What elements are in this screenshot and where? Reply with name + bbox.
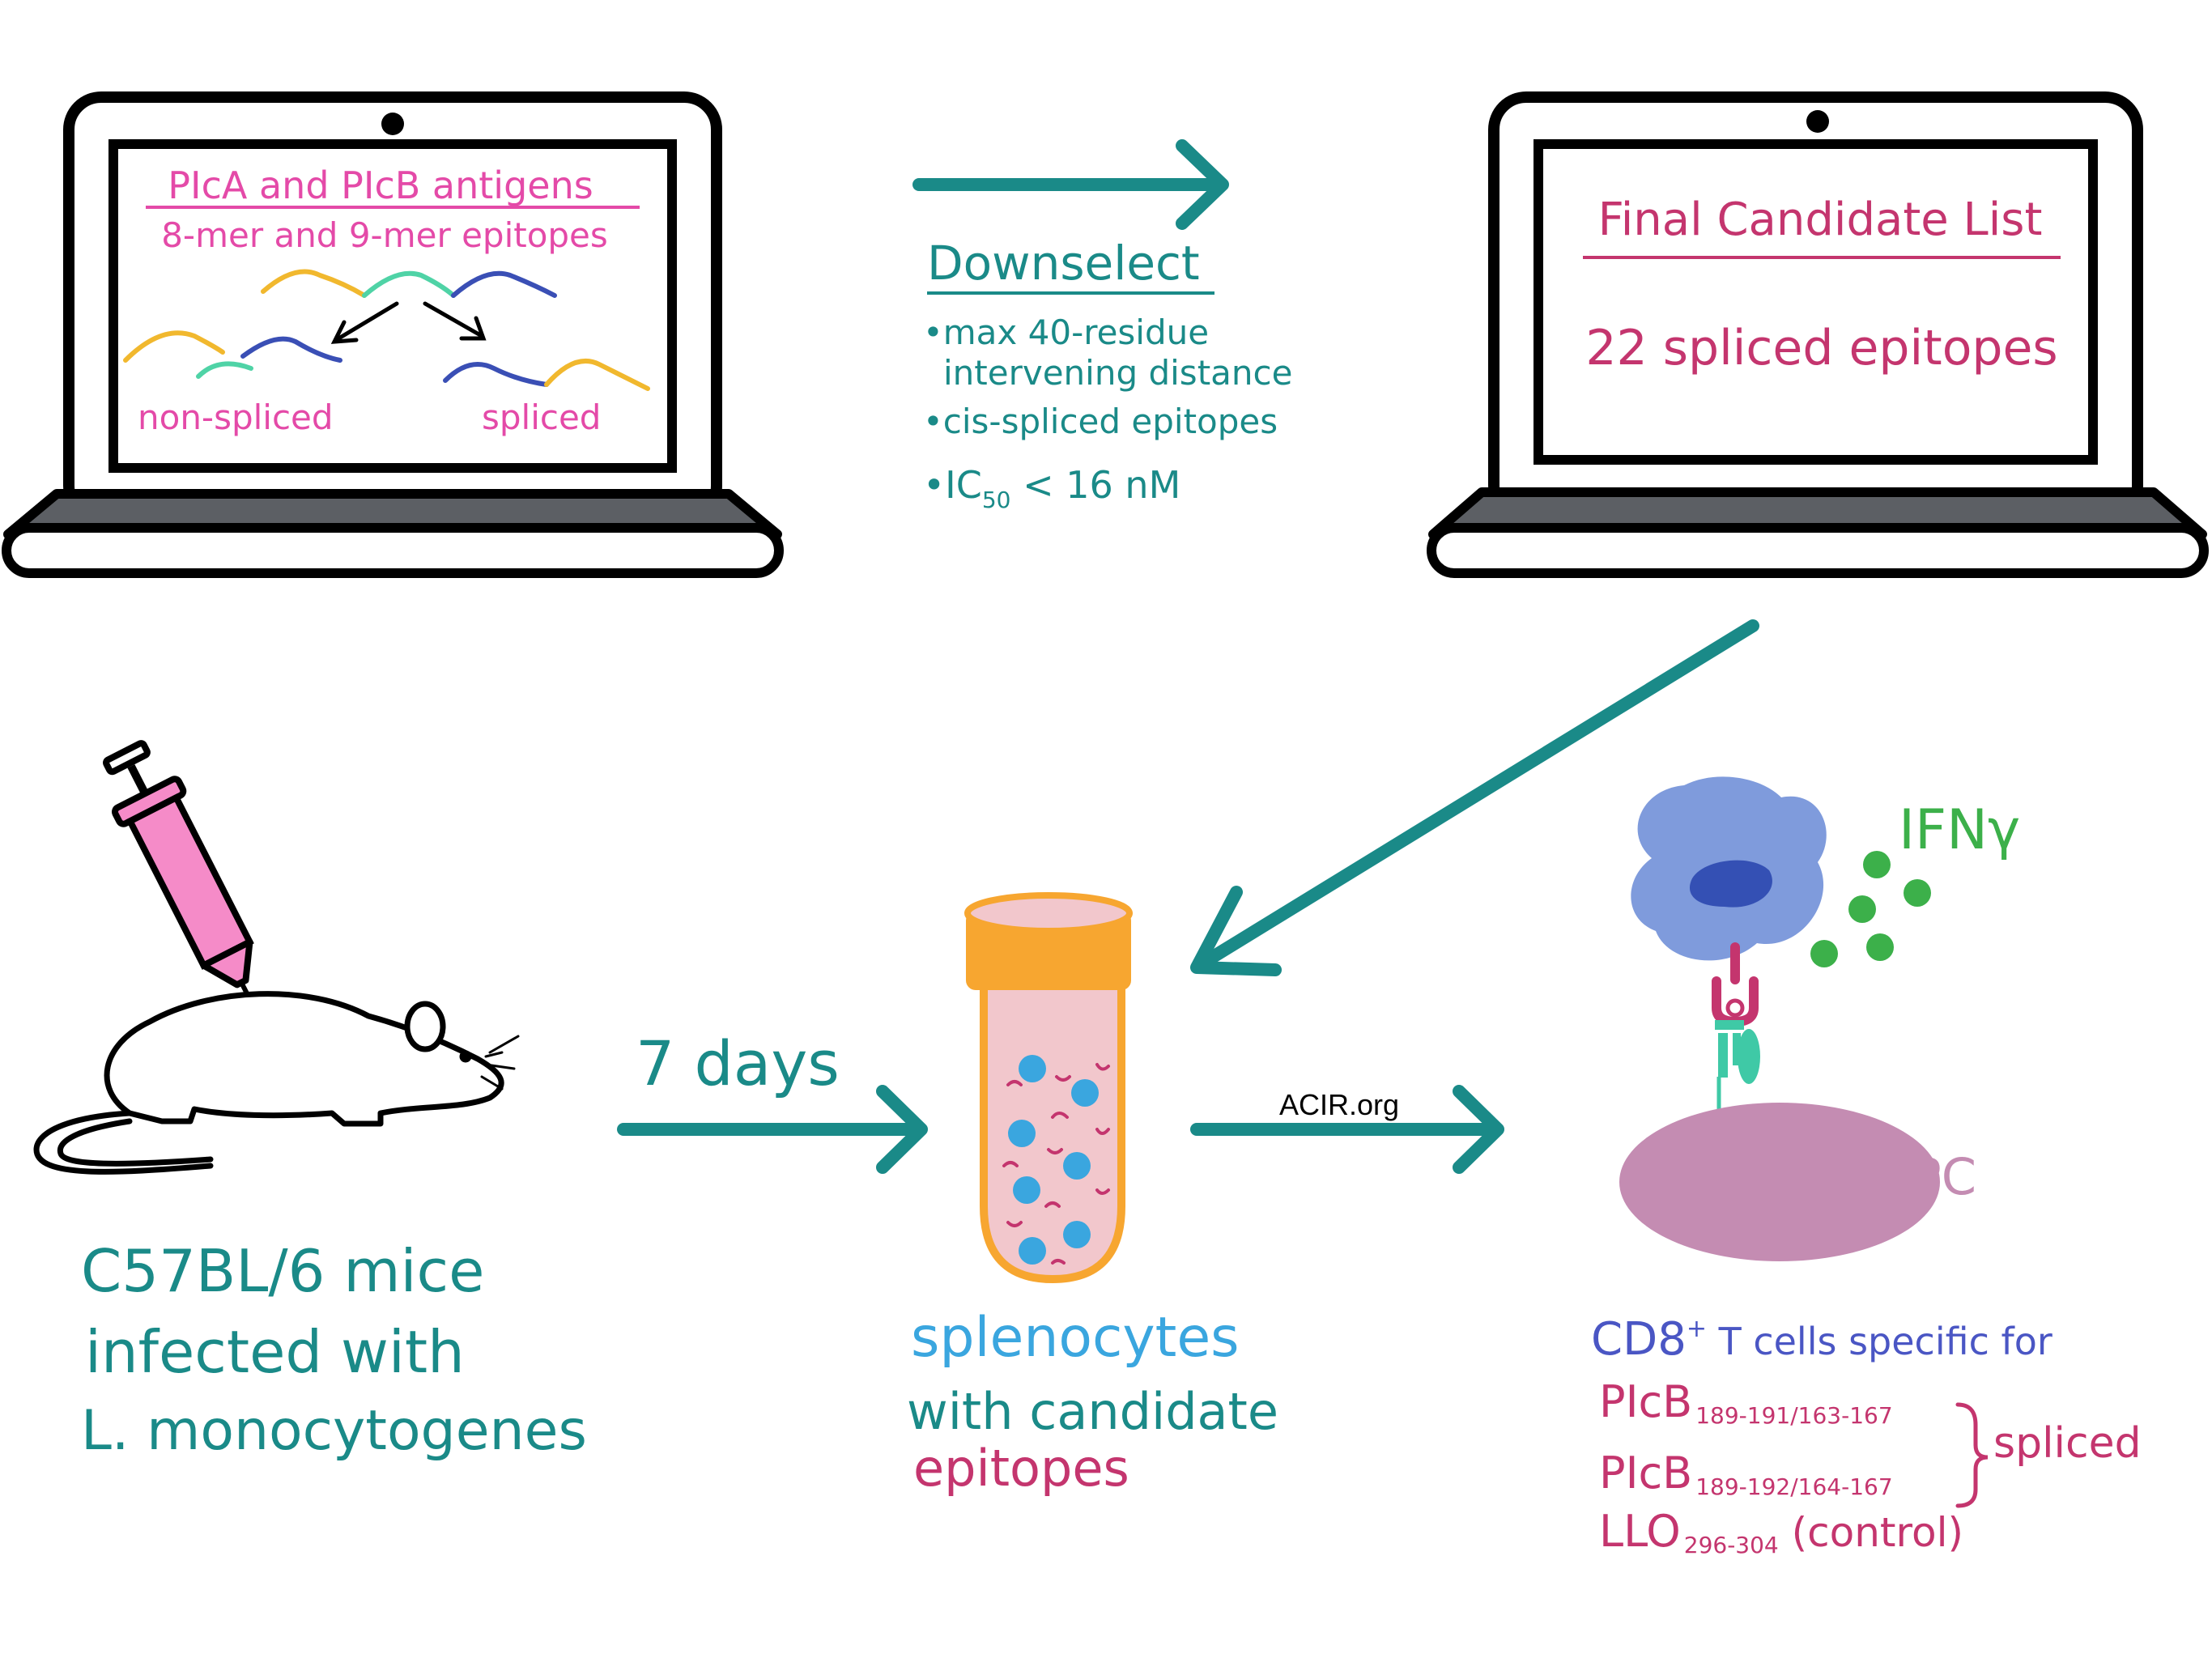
arrowhead-nonspliced-icon: [330, 320, 359, 344]
criterion-3-sub: 50: [982, 487, 1011, 513]
strand-yellow-left: [123, 330, 225, 363]
laptop-left-base: [2, 523, 784, 578]
strand-blue-left: [240, 336, 342, 363]
arrow-7days: [617, 1085, 928, 1174]
tube-caption-3: epitopes: [913, 1439, 1129, 1498]
ifn-gamma-label: IFNγ: [1899, 798, 2020, 862]
candidate-epitope-strands: [1002, 1063, 1110, 1265]
final-list-count: 22 spliced epitopes: [1585, 320, 2057, 376]
arrow-acir-label: ACIR.org: [1279, 1088, 1399, 1121]
label-nonspliced: non-spliced: [138, 397, 334, 437]
tcr-receptor-icon: [1712, 942, 1760, 1111]
tube-caption-2-text: with candidate: [907, 1382, 1278, 1441]
laptop-right-screen: [1534, 139, 2098, 465]
cd8-heading-main: CD8: [1591, 1313, 1687, 1366]
cd8-t-cell-icon: [1631, 776, 1827, 961]
ifn-gamma-dots: [1810, 851, 1931, 967]
strand-yellow-top: [261, 269, 367, 298]
arrow-to-spliced-icon: [423, 301, 484, 338]
spliced-brace-icon: [1955, 1402, 1989, 1508]
strand-blue-right: [443, 362, 549, 387]
tube-caption-2: with candidate: [907, 1382, 1278, 1441]
laptop-left: PIcA and PIcB antigens 8-mer and 9-mer e…: [2, 91, 784, 578]
apc-cell-icon: [1619, 1103, 1940, 1261]
laptop-right-base: [1427, 523, 2209, 578]
laptop-left-camera-icon: [381, 113, 404, 135]
laptop-left-title: PIcA and PIcB antigens: [168, 164, 593, 207]
row-picb-2-name: PIcB: [1599, 1448, 1692, 1499]
laptop-left-subtitle: 8-mer and 9-mer epitopes: [161, 215, 608, 255]
arrowhead-spliced-icon: [459, 316, 487, 341]
downselect-heading: Downselect: [927, 236, 1200, 291]
split-arrows: [330, 301, 487, 344]
laptop-right: Final Candidate List 22 spliced epitopes: [1427, 91, 2209, 578]
row-picb-1-sub: 189-191/163-167: [1695, 1402, 1892, 1429]
strand-blue-top: [451, 270, 557, 298]
arrow-to-tube: [1190, 619, 1759, 976]
cd8-heading-rest: T cells specific for: [1707, 1320, 2052, 1363]
mouse-caption-3: L. monocytogenes: [81, 1399, 587, 1463]
tube-caption-1: splenocytes: [911, 1306, 1240, 1370]
criterion-2: •cis-spliced epitopes: [923, 402, 1278, 441]
laptop-right-camera-icon: [1806, 110, 1829, 133]
criterion-1a: •max 40-residue: [923, 312, 1209, 352]
splenocyte-cells: [1008, 1055, 1099, 1265]
apc-label: APC: [1877, 1147, 1976, 1206]
tube-opening: [964, 892, 1133, 934]
row-llo-sub: 296-304: [1684, 1532, 1779, 1558]
row-picb-2-sub: 189-192/164-167: [1695, 1473, 1892, 1500]
criterion-3: •IC50 < 16 nM: [923, 463, 1180, 513]
strand-green-top: [362, 270, 456, 298]
arrow-downselect: [912, 139, 1229, 230]
arrow-days-label: 7 days: [636, 1027, 840, 1099]
mouse-caption-2: infected with: [85, 1318, 465, 1386]
arrow-acir: [1190, 1085, 1504, 1174]
label-spliced: spliced: [482, 397, 601, 437]
cd8-heading: CD8+ T cells specific for: [1591, 1313, 2052, 1366]
brace-spliced-label: spliced: [1993, 1419, 2142, 1468]
criterion-3-value: < 16 nM: [1010, 463, 1180, 507]
strand-green-left: [196, 361, 253, 379]
arrow-to-nonspliced-icon: [334, 301, 399, 342]
test-tube-icon: [964, 892, 1133, 1284]
tube-body: [980, 976, 1125, 1284]
row-picb-1-name: PIcB: [1599, 1376, 1692, 1427]
strand-yellow-right: [544, 358, 650, 391]
final-list-title: Final Candidate List: [1598, 193, 2043, 246]
mouse-icon: [33, 991, 520, 1175]
t-cell-nucleus: [1689, 860, 1772, 908]
criterion-3-ic: •IC: [923, 463, 982, 507]
row-llo-suffix: (control): [1779, 1509, 1963, 1556]
cd8-heading-sup: +: [1687, 1315, 1707, 1343]
criterion-1b: intervening distance: [943, 353, 1292, 393]
syringe-icon: [103, 740, 268, 1031]
mouse-caption-1: C57BL/6 mice: [81, 1237, 484, 1305]
row-llo-name: LLO: [1599, 1506, 1681, 1557]
peptide-strands: [123, 269, 650, 391]
